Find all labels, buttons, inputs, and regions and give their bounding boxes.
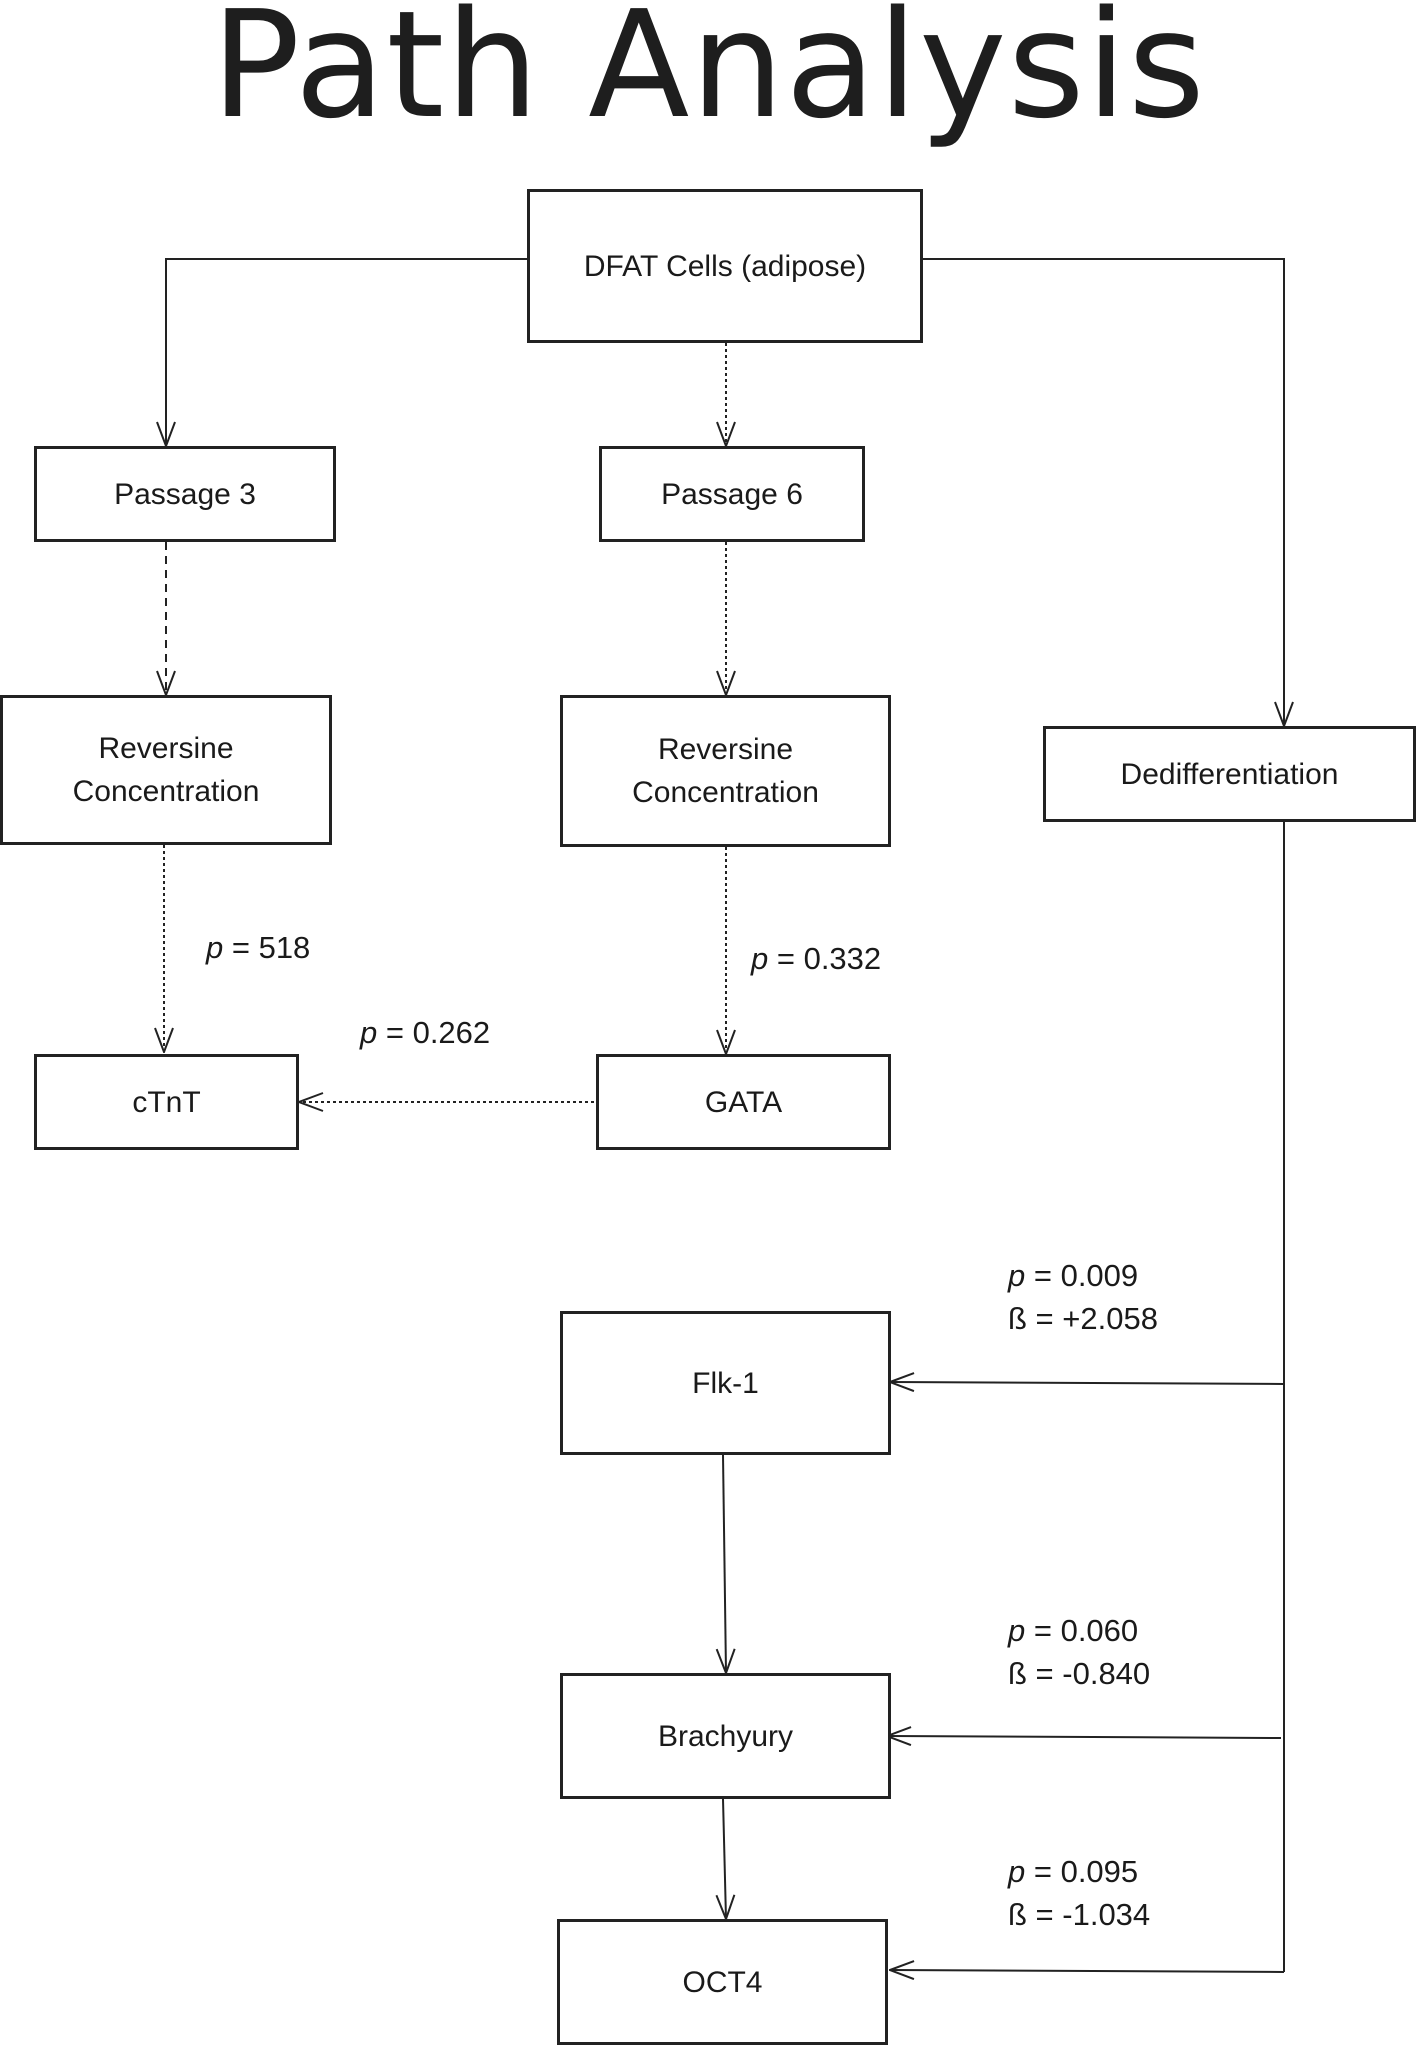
label-p-reversine-ctnt: p = 518 xyxy=(206,926,310,969)
p-value: = 0.095 xyxy=(1025,1854,1139,1889)
node-dfat-cells: DFAT Cells (adipose) xyxy=(527,189,923,343)
node-brachyury: Brachyury xyxy=(560,1673,891,1799)
node-flk-1: Flk-1 xyxy=(560,1311,891,1455)
beta-line: ß = +2.058 xyxy=(1008,1301,1158,1336)
node-oct4: OCT4 xyxy=(557,1919,888,2045)
edge-dfat-to-dedifferentiation xyxy=(923,258,1284,726)
label-oct4-stats: p = 0.095 ß = -1.034 xyxy=(1008,1850,1150,1936)
p-value: = 518 xyxy=(223,930,311,965)
p-line: p = 0.060 xyxy=(1008,1609,1150,1652)
p-value: = 0.332 xyxy=(768,941,882,976)
p-value: = 0.009 xyxy=(1025,1258,1139,1293)
node-passage-3: Passage 3 xyxy=(34,446,336,542)
p-line: p = 0.095 xyxy=(1008,1850,1150,1893)
p-symbol: p xyxy=(1008,1258,1026,1293)
p-value: = 0.060 xyxy=(1025,1613,1139,1648)
edge-flk1-to-brachyury xyxy=(723,1454,726,1673)
p-symbol: p xyxy=(360,1015,378,1050)
edge-dfat-to-passage3 xyxy=(166,258,527,446)
beta-line: ß = -1.034 xyxy=(1008,1897,1151,1932)
page-title: Path Analysis xyxy=(211,0,1206,151)
p-symbol: p xyxy=(1008,1613,1026,1648)
beta-line: ß = -0.840 xyxy=(1008,1656,1151,1691)
label-p-reversine-gata: p = 0.332 xyxy=(751,937,881,980)
edge-dedifferentiation-to-flk1 xyxy=(890,1382,1285,1384)
node-ctnt: cTnT xyxy=(34,1054,299,1150)
p-value: = 0.262 xyxy=(377,1015,491,1050)
p-symbol: p xyxy=(206,930,224,965)
edge-brachyury-to-oct4 xyxy=(723,1798,726,1919)
label-flk1-stats: p = 0.009 ß = +2.058 xyxy=(1008,1254,1158,1340)
edge-dedifferentiation-to-brachyury xyxy=(887,1736,1282,1738)
node-dedifferentiation: Dedifferentiation xyxy=(1043,726,1416,822)
node-passage-6: Passage 6 xyxy=(599,446,865,542)
edge-dedifferentiation-to-oct4 xyxy=(890,1970,1285,1972)
node-reversine-concentration-middle: Reversine Concentration xyxy=(560,695,891,847)
node-gata: GATA xyxy=(596,1054,891,1150)
label-brachyury-stats: p = 0.060 ß = -0.840 xyxy=(1008,1609,1150,1695)
p-symbol: p xyxy=(1008,1854,1026,1889)
node-reversine-concentration-left: Reversine Concentration xyxy=(0,695,332,845)
p-line: p = 0.009 xyxy=(1008,1254,1158,1297)
p-symbol: p xyxy=(751,941,769,976)
label-p-gata-ctnt: p = 0.262 xyxy=(360,1011,490,1054)
